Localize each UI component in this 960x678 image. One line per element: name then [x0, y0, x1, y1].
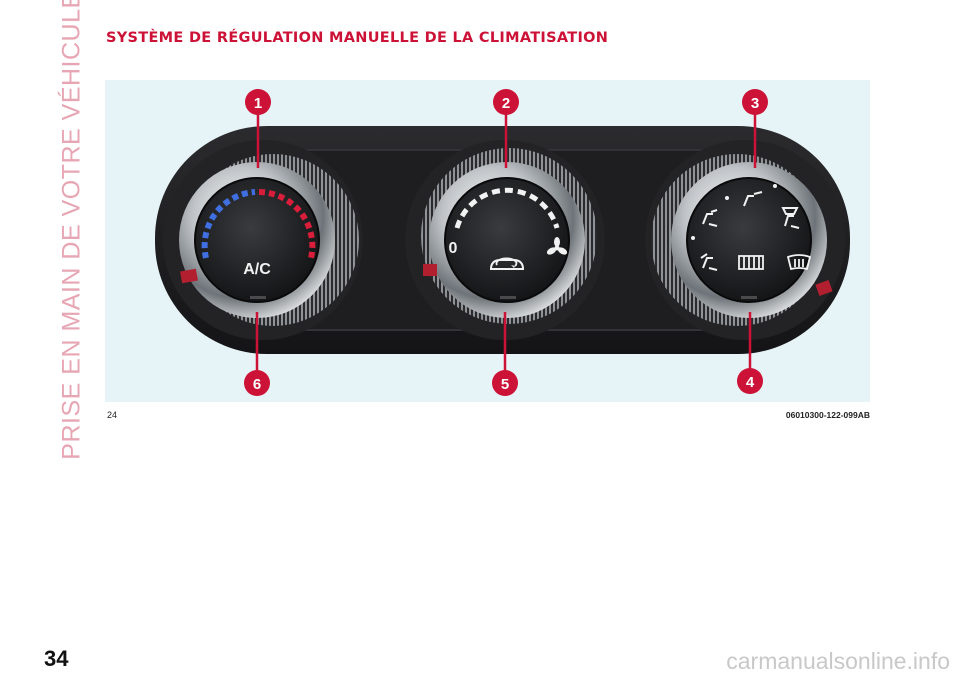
- ac-indicator-led: [250, 296, 266, 299]
- callout-2: 2: [493, 89, 519, 115]
- fan-zero-label: 0: [449, 240, 458, 257]
- watermark: carmanualsonline.info: [726, 648, 950, 674]
- hot-scale-icon: [258, 189, 316, 259]
- distribution-indicator-led: [741, 296, 757, 299]
- callout-4: 4: [737, 368, 763, 394]
- ac-button-label[interactable]: A/C: [243, 261, 271, 278]
- vent-feet-defrost-icon: [781, 207, 800, 229]
- callout-6: 6: [244, 370, 270, 396]
- svg-text:1: 1: [254, 95, 262, 112]
- page-number: 34: [44, 646, 69, 671]
- callout-3: 3: [742, 89, 768, 115]
- air-distribution-knob[interactable]: [645, 140, 845, 340]
- figure-number: 24: [107, 410, 118, 420]
- svg-text:2: 2: [502, 95, 510, 112]
- fan-speed-scale-icon: [454, 187, 560, 229]
- fan-speed-marker: [423, 264, 437, 276]
- callout-1: 1: [245, 89, 271, 115]
- cold-scale-icon: [201, 189, 256, 259]
- section-title: SYSTÈME DE RÉGULATION MANUELLE DE LA CLI…: [106, 30, 609, 46]
- svg-text:4: 4: [746, 374, 755, 391]
- callout-leaders: [255, 114, 757, 372]
- rear-defrost-icon[interactable]: [738, 255, 764, 270]
- svg-text:6: 6: [253, 376, 261, 393]
- vent-face-feet-icon: [702, 209, 718, 227]
- car-recirculation-icon[interactable]: [489, 257, 525, 270]
- temperature-knob[interactable]: A/C: [163, 140, 363, 340]
- side-chapter-title: PRISE EN MAIN DE VOTRE VÉHICULE: [57, 0, 86, 460]
- figure-code: 06010300-122-099AB: [785, 410, 870, 420]
- air-distribution-marker: [815, 279, 833, 297]
- vent-feet-icon: [700, 253, 718, 271]
- temperature-marker: [180, 268, 198, 284]
- fan-speed-knob[interactable]: 0: [405, 140, 605, 340]
- vent-face-icon: [743, 191, 763, 207]
- windshield-defrost-icon[interactable]: [786, 254, 812, 271]
- svg-text:3: 3: [751, 95, 759, 112]
- svg-text:5: 5: [501, 376, 509, 393]
- callout-5: 5: [492, 370, 518, 396]
- fan-icon: [546, 237, 568, 255]
- climate-panel-illustration: A/C 0: [155, 89, 850, 396]
- recirculation-indicator-led: [500, 296, 516, 299]
- climate-control-figure: A/C 0: [105, 80, 870, 402]
